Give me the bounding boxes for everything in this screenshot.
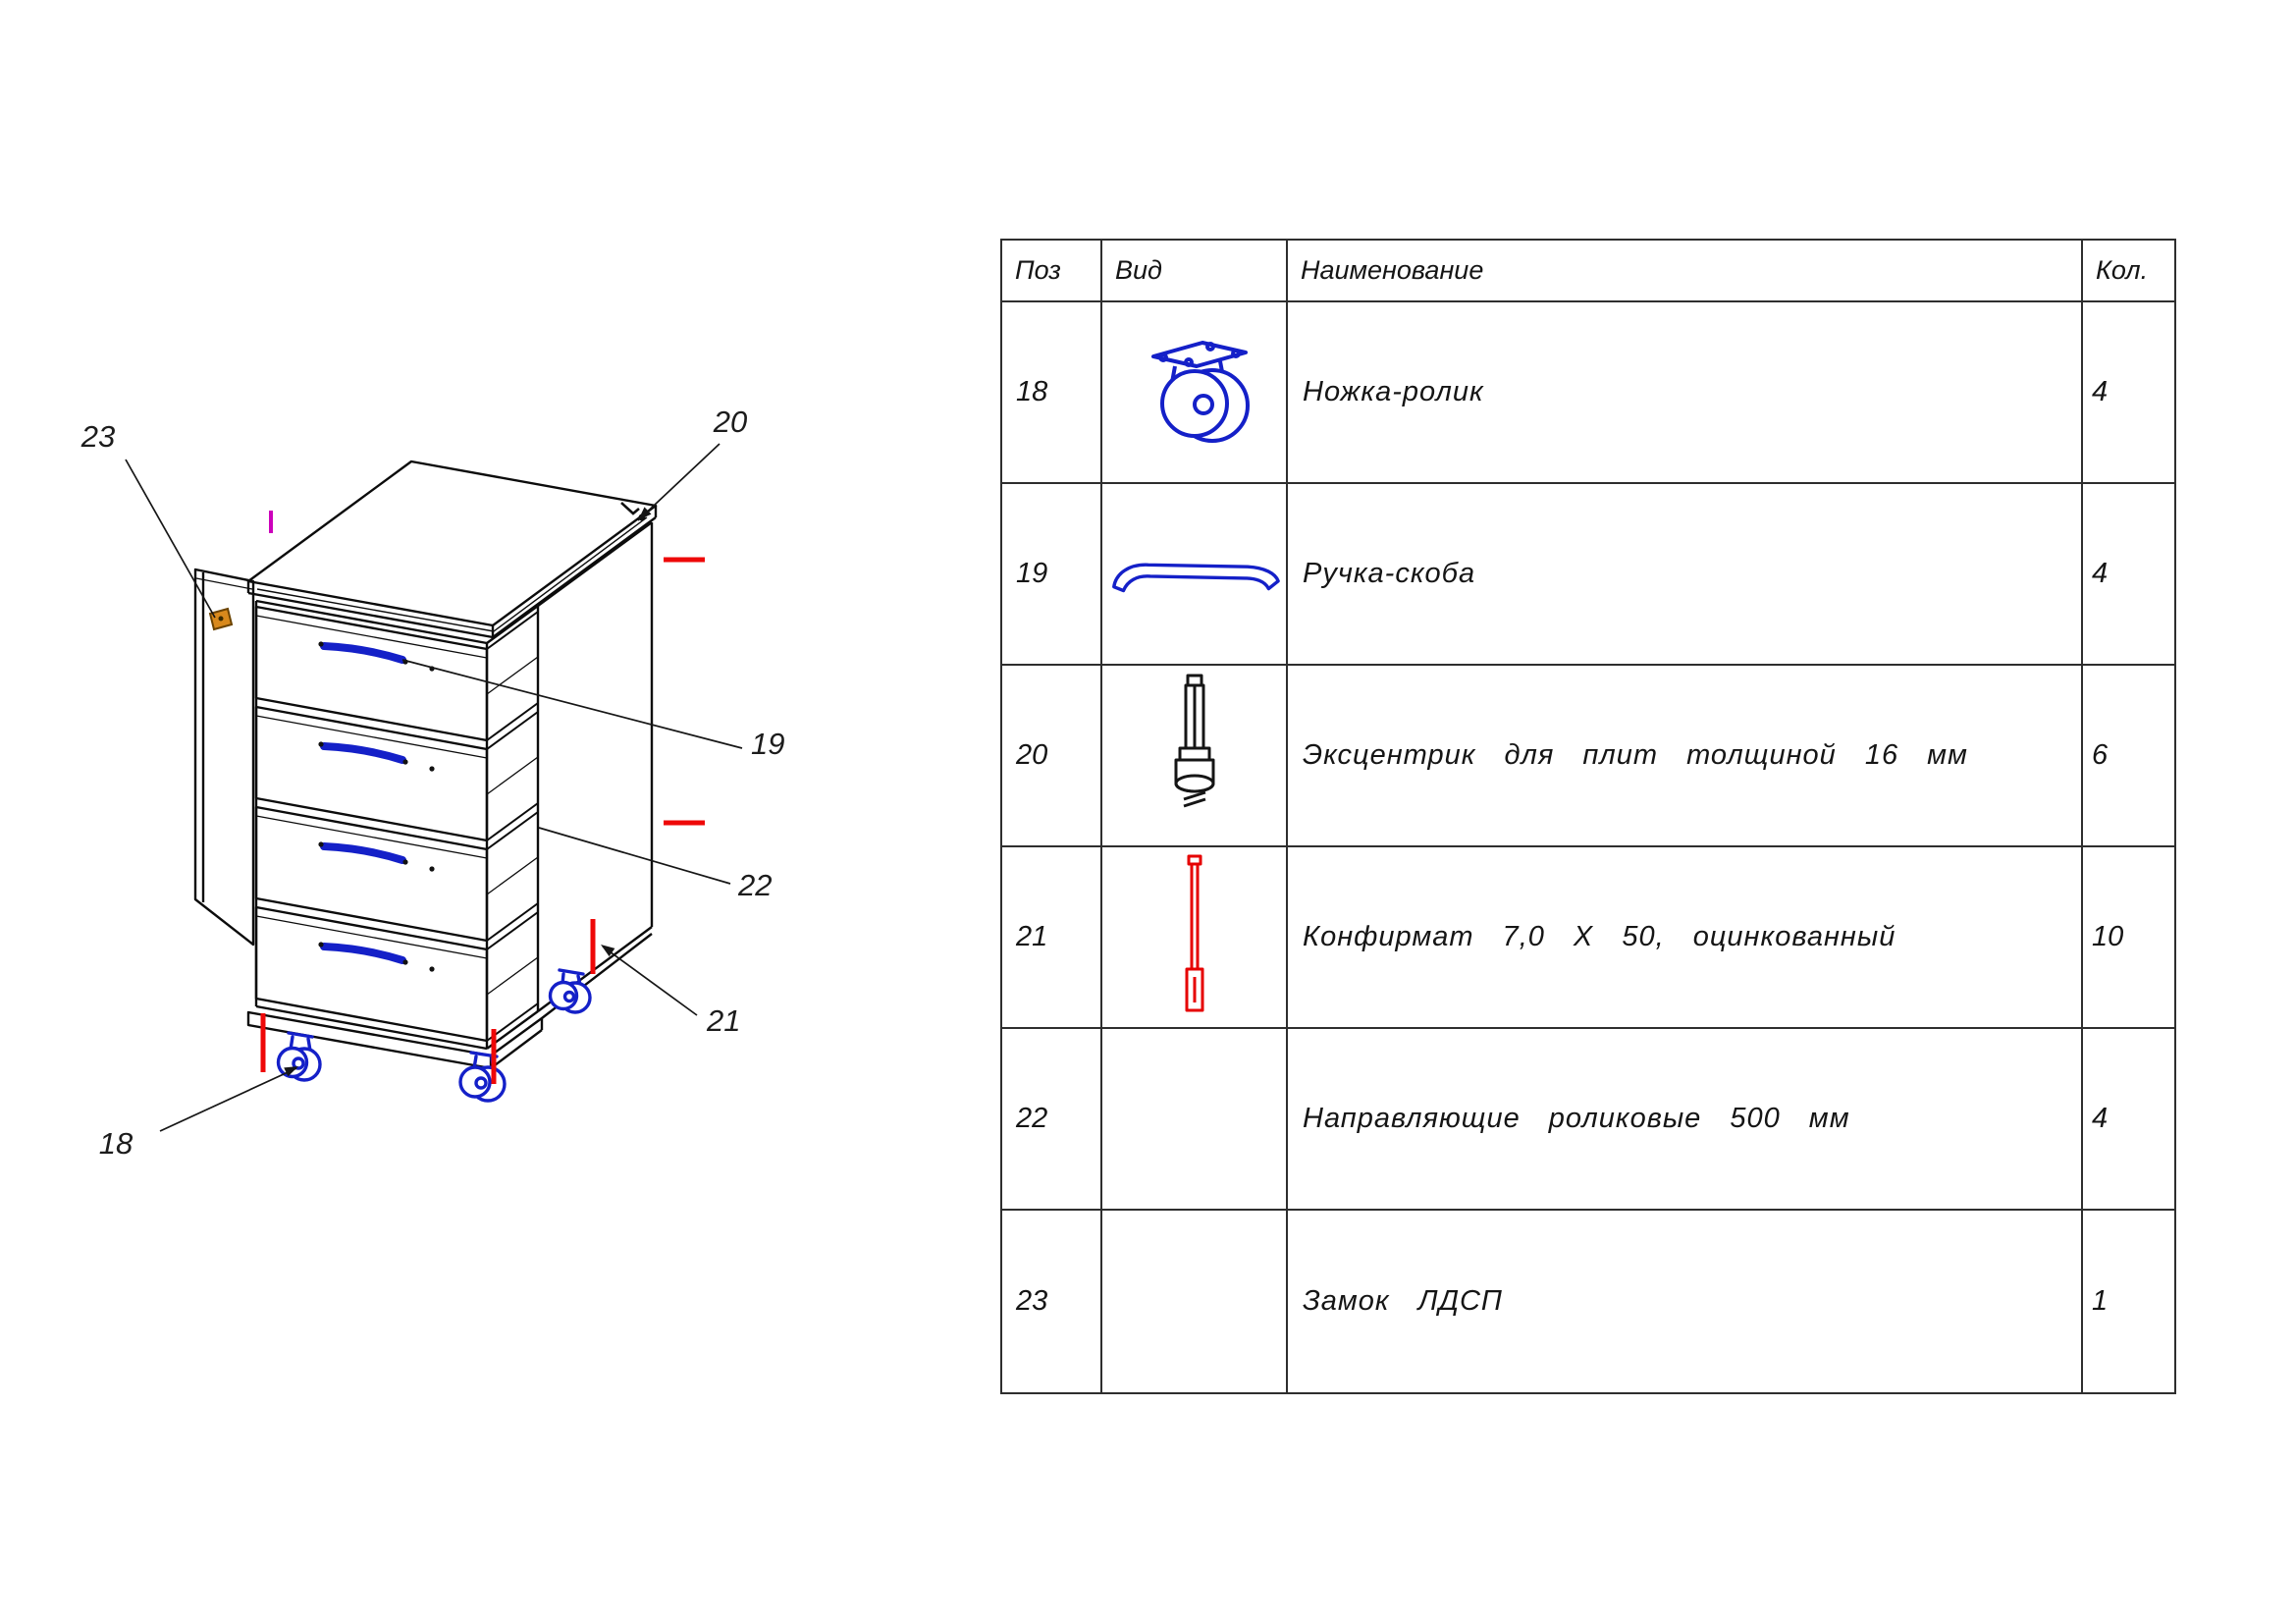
header-pos: Поз [1002,241,1102,302]
caster-icon [1150,340,1250,443]
caster-back-right [548,968,592,1014]
leader-lines [125,443,743,1132]
header-qty: Кол. [2083,241,2174,302]
confirmat-pins [260,557,705,1084]
row-23-qty: 1 [2092,1285,2109,1317]
row-21-view [1102,847,1288,1029]
drawer-runners [486,611,539,1042]
row-19-pos: 19 [1002,484,1102,666]
row-18-qty: 4 [2083,302,2174,484]
header-name: Наименование [1288,241,2083,302]
eccentric-cam-icon [1174,674,1214,807]
drawer-fronts [254,605,489,1043]
drawer-handles [320,642,406,964]
row-23-pos: 23 [1002,1211,1102,1392]
row-22-qty: 4 [2083,1029,2174,1211]
row-20-pos: 20 [1002,666,1102,847]
callout-22-label: 22 [737,868,772,902]
row-20-qty: 6 [2083,666,2174,847]
handle-screw-dots [318,641,435,972]
callout-19-label: 19 [751,727,784,761]
row-23-view [1102,1211,1288,1392]
caster-wheels [276,968,592,1103]
cabinet-body [246,460,658,1070]
callout-23-label: 23 [80,419,115,454]
parts-table: Поз Вид Наименование Кол. 18 Ножка-ролик… [1000,239,2176,1394]
row-21-name: Конфирмат 7,0 Х 50, оцинкованный [1288,847,2083,1029]
row-19-view [1102,484,1288,666]
cabinet-assembly-diagram: 23 20 19 22 21 18 [80,405,785,1161]
row-22-view [1102,1029,1288,1211]
header-view: Вид [1102,241,1288,302]
callout-21-label: 21 [706,1003,740,1038]
row-23-name: Замок ЛДСП [1288,1211,2083,1392]
door-lock [208,607,234,631]
row-19-qty: 4 [2083,484,2174,666]
confirmat-screw-icon [1185,854,1203,1011]
cabinet-door [193,568,255,947]
row-19-name: Ручка-скоба [1288,484,2083,666]
leader-arrowheads [284,507,652,1077]
row-22-name: Направляющие роликовые 500 мм [1288,1029,2083,1211]
row-20-view [1102,666,1288,847]
callout-18-label: 18 [99,1126,133,1161]
caster-front-right [458,1051,507,1103]
handle-icon [1111,563,1280,592]
row-20-name: Эксцентрик для плит толщиной 16 мм [1288,666,2083,847]
row-18-pos: 18 [1002,302,1102,484]
row-18-view [1102,302,1288,484]
row-21-qty: 10 [2083,847,2174,1029]
row-18-name: Ножка-ролик [1288,302,2083,484]
row-21-pos: 21 [1002,847,1102,1029]
callout-20-label: 20 [713,405,747,439]
row-22-pos: 22 [1002,1029,1102,1211]
